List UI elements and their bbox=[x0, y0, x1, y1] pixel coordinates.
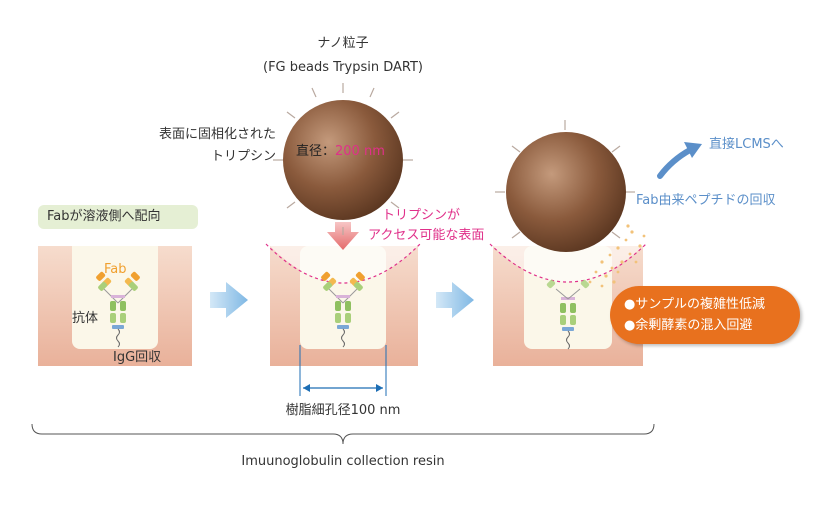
resin-brace bbox=[31, 423, 655, 445]
diameter-value: 200 nm bbox=[335, 144, 385, 159]
accessible-surface-label-line1: トリプシンが bbox=[382, 208, 461, 223]
benefits-badge bbox=[610, 286, 800, 344]
fab-label: Fab bbox=[104, 262, 127, 277]
nanoparticle-bead bbox=[495, 120, 635, 252]
igg-recovery-label: IgG回収 bbox=[113, 350, 162, 365]
direct-lcms-label: 直接LCMSへ bbox=[709, 137, 784, 152]
accessible-surface-label-line2: アクセス可能な表面 bbox=[368, 228, 485, 243]
antibody-label: 抗体 bbox=[72, 311, 99, 326]
immobilized-trypsin-label-line1: 表面に固相化された bbox=[158, 127, 276, 142]
benefit-item: ●サンプルの複雑性低減 bbox=[624, 297, 765, 312]
fab-peptide-recovery-label: Fab由来ペプチドの回収 bbox=[636, 193, 776, 208]
resin-label: Imuunoglobulin collection resin bbox=[241, 454, 445, 469]
down-arrow-icon bbox=[327, 222, 359, 250]
pore-width-indicator bbox=[299, 345, 387, 396]
pore-size-label: 樹脂細孔径100 nm bbox=[285, 403, 401, 418]
benefit-item: ●余剰酵素の混入回避 bbox=[624, 318, 753, 333]
step-arrow-icon bbox=[210, 282, 248, 318]
peptide-fragments bbox=[588, 224, 646, 288]
immobilized-trypsin-label-line2: トリプシン bbox=[210, 149, 276, 164]
diameter-prefix: 直径： bbox=[296, 144, 336, 159]
step-arrow-icon bbox=[436, 282, 474, 318]
bead-diameter-label: 直径：200 nm bbox=[296, 144, 385, 160]
nanoparticle-subtitle: (FG beads Trypsin DART) bbox=[263, 60, 423, 75]
lcms-arrow-icon bbox=[657, 142, 702, 179]
resin-panel-2 bbox=[265, 243, 421, 366]
nanoparticle-bead bbox=[273, 83, 413, 235]
fab-orientation-tag bbox=[38, 205, 198, 229]
fab-orientation-label: Fabが溶液側へ配向 bbox=[47, 209, 161, 224]
nanoparticle-title: ナノ粒子 bbox=[317, 36, 369, 51]
